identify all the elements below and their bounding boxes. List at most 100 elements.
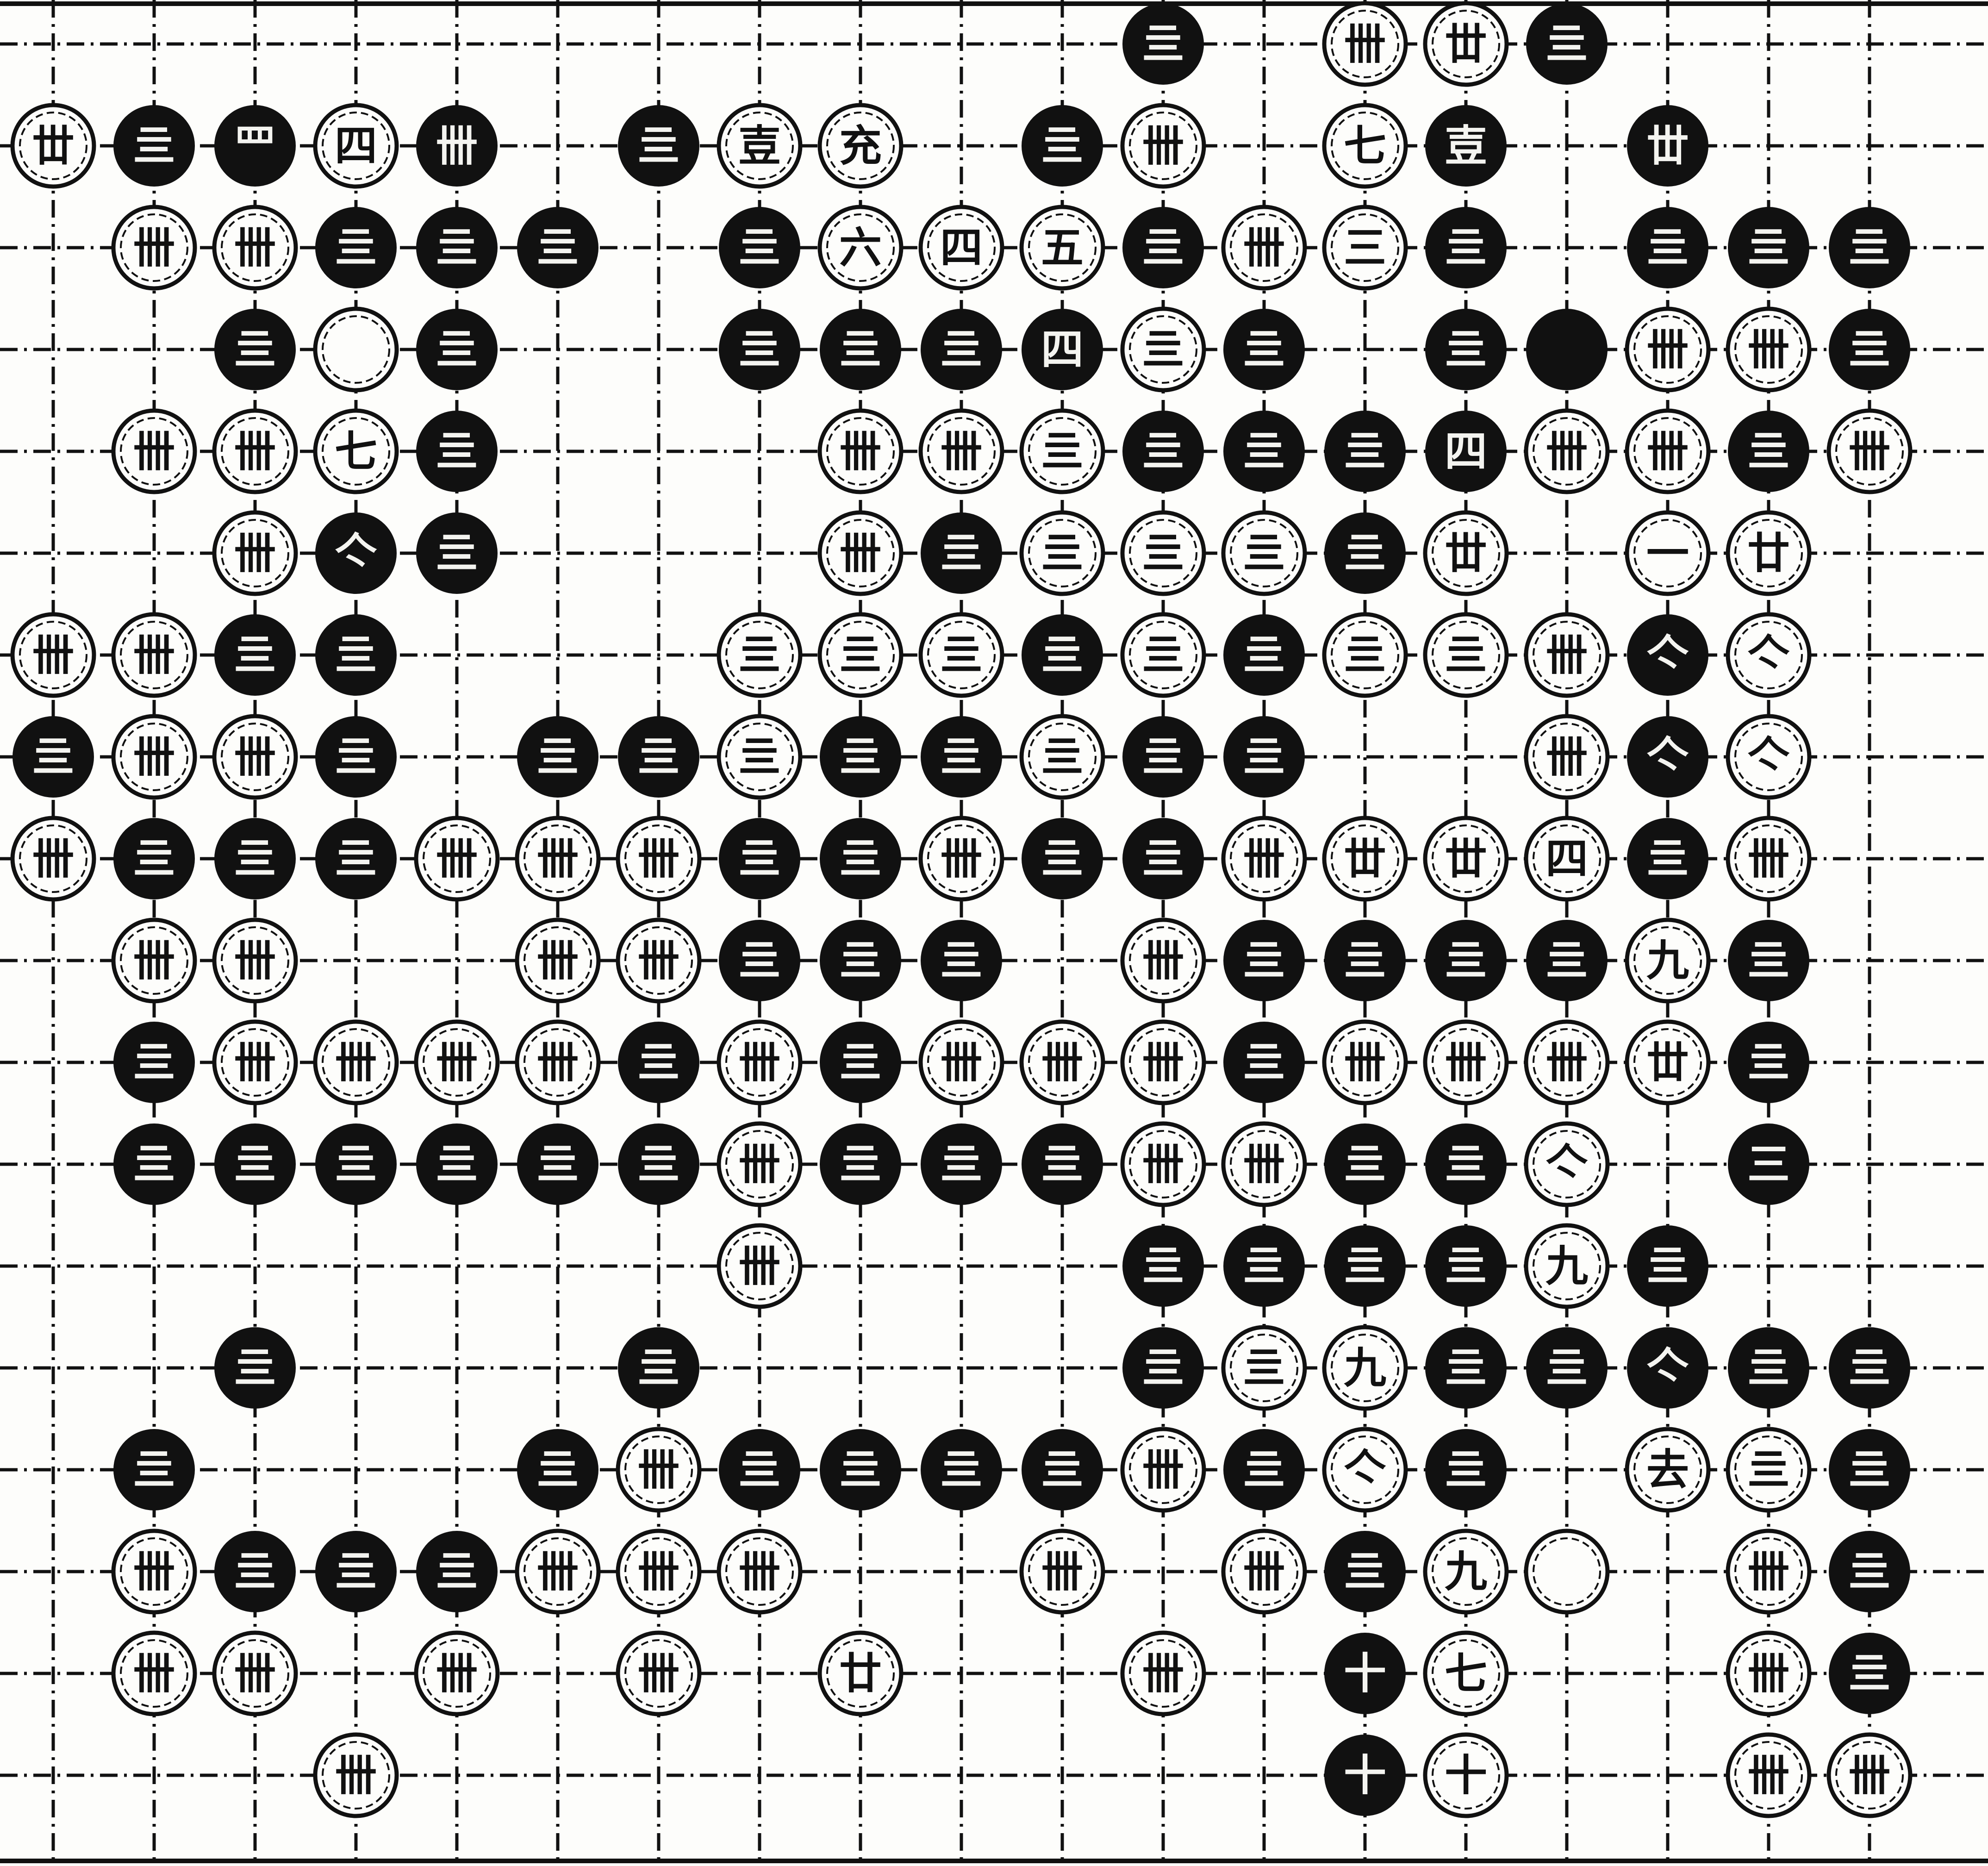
stone-move-label: 亖 xyxy=(1041,1139,1084,1189)
white-stone: 亽 xyxy=(1728,716,1809,798)
stone-move-label: 卌 xyxy=(940,834,983,884)
black-stone: 亖 xyxy=(618,105,699,187)
stone-move-label: 卌 xyxy=(1243,834,1285,884)
stone-move-label: 亖 xyxy=(1445,223,1487,273)
stone-move-label: 三 xyxy=(1344,223,1386,273)
stone-move-label: 亖 xyxy=(1848,1445,1891,1495)
stone-move-label: 卌 xyxy=(637,1547,680,1597)
stone-move-label: 卌 xyxy=(839,426,882,476)
white-stone: 卌 xyxy=(214,920,296,1001)
white-stone: 四 xyxy=(315,105,397,187)
white-stone: 卌 xyxy=(1223,818,1305,899)
stone-move-label: 卌 xyxy=(133,732,175,782)
stone-move-label: 亖 xyxy=(1243,936,1285,986)
stone-move-label: 亖 xyxy=(1243,1343,1285,1393)
stone-move-label: 卌 xyxy=(1848,1750,1891,1800)
stone-move-label: 亖 xyxy=(436,1139,478,1189)
stone-move-label: 卌 xyxy=(234,426,276,476)
black-stone: 亖 xyxy=(1324,1225,1406,1307)
white-stone: 卌 xyxy=(1526,1022,1608,1103)
stone-move-label: 卌 xyxy=(1243,1139,1285,1189)
white-stone: 亖 xyxy=(1022,512,1103,594)
white-stone: 卌 xyxy=(1122,920,1204,1001)
stone-move-label: 亖 xyxy=(1546,936,1588,986)
white-stone: 卌 xyxy=(1829,411,1910,492)
stone-move-label: 亖 xyxy=(1344,1139,1386,1189)
black-stone: 亖 xyxy=(1223,716,1305,798)
white-stone: 卌 xyxy=(1223,1531,1305,1612)
stone-move-label: 卌 xyxy=(1041,1037,1084,1087)
stone-move-label: 七 xyxy=(335,426,377,476)
stone-move-label: 三 xyxy=(1747,1139,1790,1189)
black-stone: 亖 xyxy=(1022,105,1103,187)
black-stone: 亖 xyxy=(1324,512,1406,594)
stone-move-label: 亖 xyxy=(1646,223,1689,273)
black-stone: 亖 xyxy=(921,309,1002,390)
stone-move-label: 亖 xyxy=(1747,936,1790,986)
stone-move-label: 亖 xyxy=(839,1445,882,1495)
black-stone: 亖 xyxy=(1425,1123,1507,1205)
white-stone: 丗 xyxy=(1425,3,1507,85)
white-stone: 亖 xyxy=(1728,1429,1809,1510)
white-stone: 卌 xyxy=(1022,1022,1103,1103)
stone-move-label: 亖 xyxy=(637,1139,680,1189)
white-stone: 卌 xyxy=(1425,1022,1507,1103)
white-stone: 亖 xyxy=(1223,1327,1305,1409)
black-stone: 亖 xyxy=(921,716,1002,798)
white-stone: 卌 xyxy=(820,411,901,492)
stone-move-label: 亖 xyxy=(1142,630,1184,680)
white-stone: 亖 xyxy=(1324,614,1406,696)
black-stone: 亖 xyxy=(113,1123,195,1205)
white-stone: 亖 xyxy=(921,614,1002,696)
black-stone: 卌 xyxy=(416,105,498,187)
white-stone: 充 xyxy=(820,105,901,187)
stone-move-label: 十 xyxy=(1344,1750,1386,1800)
stone-move-label: 卌 xyxy=(234,1648,276,1698)
black-stone: 亖 xyxy=(921,1123,1002,1205)
stone-move-label: 卌 xyxy=(1445,1037,1487,1087)
black-stone: 十 xyxy=(1324,1633,1406,1714)
black-stone: 亖 xyxy=(1122,716,1204,798)
white-stone: 亽 xyxy=(1526,1123,1608,1205)
black-stone: 亖 xyxy=(1223,614,1305,696)
stone-move-label: 亖 xyxy=(1344,1547,1386,1597)
white-stone: 四 xyxy=(1526,818,1608,899)
stone-move-label: 卌 xyxy=(1848,426,1891,476)
stone-move-label: 卌 xyxy=(738,1037,781,1087)
black-stone: 亖 xyxy=(416,309,498,390)
black-stone: 亖 xyxy=(416,411,498,492)
black-stone: 亖 xyxy=(1829,207,1910,288)
stone-move-label: 卌 xyxy=(1243,1547,1285,1597)
white-stone: 亖 xyxy=(1022,411,1103,492)
white-stone: 卌 xyxy=(1728,1633,1809,1714)
black-stone: 亖 xyxy=(1526,920,1608,1001)
black-stone: 亖 xyxy=(1122,1327,1204,1409)
white-stone: 廿 xyxy=(1728,512,1809,594)
white-stone: 卌 xyxy=(315,1022,397,1103)
black-stone: 亽 xyxy=(315,512,397,594)
stone-move-label: 卌 xyxy=(1747,1648,1790,1698)
white-stone: 卌 xyxy=(12,614,94,696)
white-stone: 卌 xyxy=(1728,309,1809,390)
stone-move-label: 卌 xyxy=(1142,1139,1184,1189)
stone-move-label: 卌 xyxy=(133,1648,175,1698)
white-stone: 丗 xyxy=(12,105,94,187)
white-stone: 卌 xyxy=(113,1633,195,1714)
black-stone: 亖 xyxy=(1022,1123,1103,1205)
stone-move-label: 亖 xyxy=(1445,630,1487,680)
black-stone: 亖 xyxy=(1425,1327,1507,1409)
stone-move-label: 亖 xyxy=(1344,426,1386,476)
stone-move-label: 亖 xyxy=(940,528,983,578)
black-stone: 亖 xyxy=(618,1123,699,1205)
stone-move-label: 十 xyxy=(1445,1750,1487,1800)
stone-move-label: 亖 xyxy=(1243,528,1285,578)
white-stone: 卌 xyxy=(113,207,195,288)
black-stone: 亖 xyxy=(820,1123,901,1205)
stone-move-label: 亖 xyxy=(133,121,175,171)
white-stone: 卌 xyxy=(214,207,296,288)
stone-move-label: 卌 xyxy=(1546,1037,1588,1087)
white-stone: 九 xyxy=(1526,1225,1608,1307)
black-stone: 亖 xyxy=(1526,1327,1608,1409)
stone-move-label: 亖 xyxy=(1747,1343,1790,1393)
stone-move-label: 亖 xyxy=(1041,834,1084,884)
